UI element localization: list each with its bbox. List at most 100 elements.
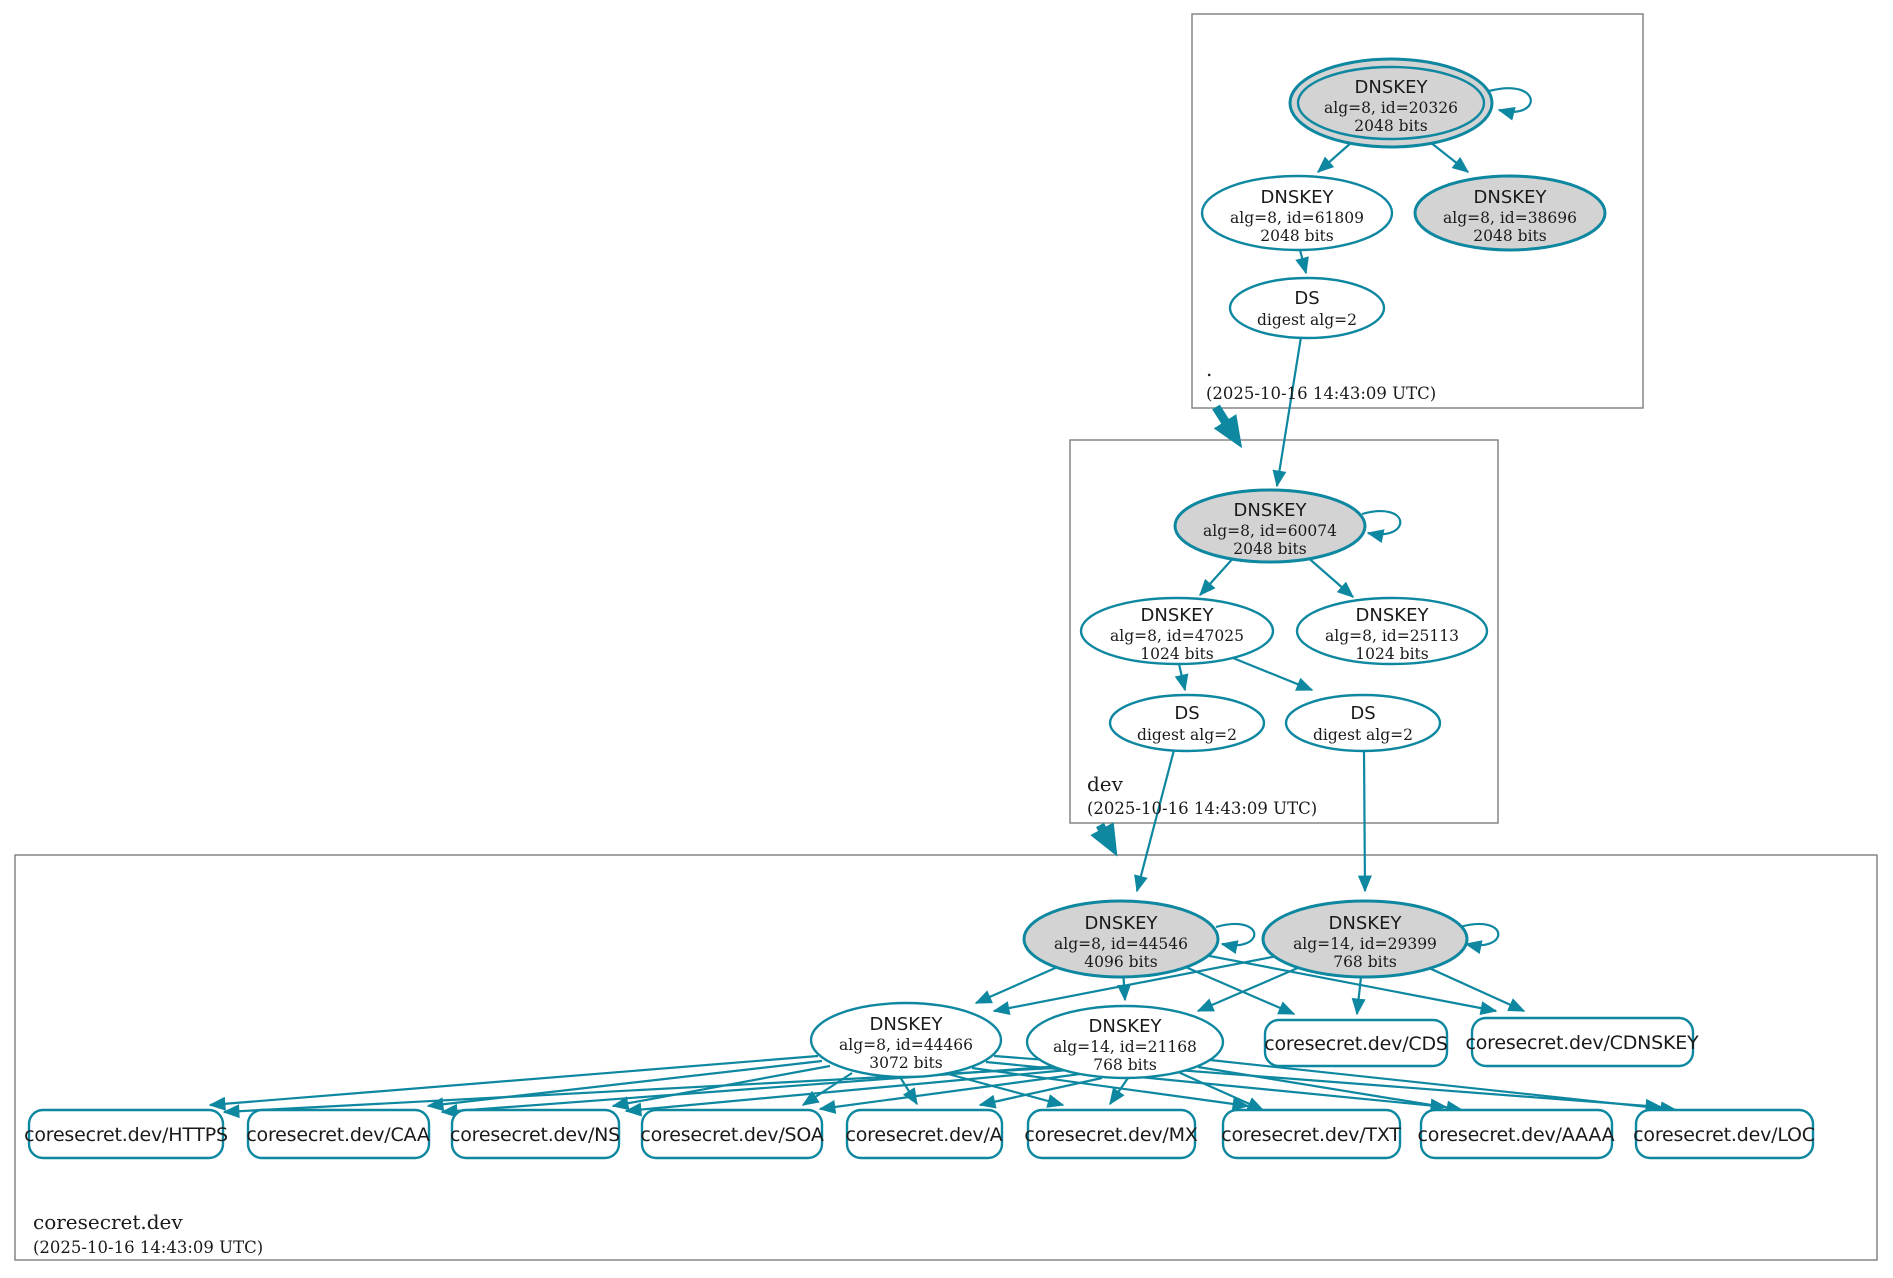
node-detail: alg=8, id=25113 bbox=[1325, 627, 1459, 645]
node-title: DNSKEY bbox=[1355, 77, 1429, 98]
node-title: DS bbox=[1350, 703, 1375, 724]
rrsig-edge bbox=[899, 1076, 918, 1106]
rrset-label: coresecret.dev/NS bbox=[450, 1124, 620, 1146]
rrsig-edge bbox=[1304, 554, 1355, 598]
node-title: DNSKEY bbox=[1329, 913, 1403, 934]
rrset-node-a: coresecret.dev/A bbox=[845, 1108, 1004, 1160]
root-zone-edges bbox=[1272, 87, 1532, 488]
ds-to-dnskey-edge bbox=[1134, 749, 1176, 893]
node-bits: 4096 bits bbox=[1084, 953, 1157, 971]
rrsig-edge bbox=[1197, 1065, 1464, 1115]
dnskey-ksk-ellipse bbox=[1288, 57, 1494, 149]
zone-label-dev: dev (2025-10-16 14:43:09 UTC) bbox=[1087, 772, 1317, 818]
dnskey-ellipse bbox=[1200, 174, 1394, 252]
coresecret-zone-edges bbox=[208, 922, 1678, 1119]
rrset-box bbox=[845, 1108, 1004, 1160]
ds-node-dev-1: DS digest alg=2 bbox=[1108, 693, 1266, 753]
rrsig-edge bbox=[624, 1068, 1069, 1117]
dnskey-ksk-ellipse bbox=[1413, 174, 1607, 252]
node-bits: 768 bits bbox=[1093, 1056, 1157, 1074]
rrset-label: coresecret.dev/CDS bbox=[1264, 1033, 1448, 1055]
dnskey-node-20326: DNSKEY alg=8, id=20326 2048 bits bbox=[1288, 57, 1494, 149]
dnskey-ksk-ellipse bbox=[1022, 899, 1220, 979]
rrset-box bbox=[450, 1108, 621, 1160]
dnskey-trust-anchor-inner-ring bbox=[1296, 65, 1486, 141]
ds-node-dev-2: DS digest alg=2 bbox=[1284, 693, 1442, 753]
node-title: DNSKEY bbox=[870, 1014, 944, 1035]
rrset-box bbox=[1026, 1108, 1197, 1160]
node-bits: 2048 bits bbox=[1233, 540, 1306, 558]
rrset-node-aaaa: coresecret.dev/AAAA bbox=[1418, 1108, 1615, 1160]
rrset-box bbox=[1419, 1108, 1614, 1160]
rrset-node-https: coresecret.dev/HTTPS bbox=[24, 1108, 228, 1160]
dev-zone-edges bbox=[1134, 510, 1402, 893]
rrset-node-cdnskey: coresecret.dev/CDNSKEY bbox=[1466, 1016, 1700, 1068]
rrset-box bbox=[1470, 1016, 1695, 1068]
node-detail: alg=8, id=47025 bbox=[1110, 627, 1244, 645]
node-bits: 1024 bits bbox=[1355, 645, 1428, 663]
rrsig-edge bbox=[1295, 249, 1309, 275]
rrset-label: coresecret.dev/HTTPS bbox=[24, 1124, 228, 1146]
rrset-label: coresecret.dev/CDNSKEY bbox=[1466, 1032, 1700, 1054]
rrsig-edge bbox=[1199, 554, 1237, 597]
node-detail: digest alg=2 bbox=[1137, 726, 1237, 744]
rrset-node-mx: coresecret.dev/MX bbox=[1024, 1108, 1198, 1160]
rrsig-edge bbox=[1174, 663, 1189, 692]
rrset-node-loc: coresecret.dev/LOC bbox=[1633, 1108, 1815, 1160]
node-title: DNSKEY bbox=[1356, 605, 1430, 626]
rrsig-edge bbox=[1177, 1070, 1265, 1112]
node-title: DNSKEY bbox=[1089, 1016, 1163, 1037]
ds-to-dnskey-edge bbox=[1272, 336, 1303, 488]
rrset-box bbox=[1221, 1108, 1402, 1160]
node-title: DNSKEY bbox=[1141, 605, 1215, 626]
zone-timestamp: (2025-10-16 14:43:09 UTC) bbox=[1206, 384, 1436, 403]
dnskey-ellipse bbox=[809, 1001, 1003, 1079]
rrset-label: coresecret.dev/MX bbox=[1024, 1124, 1197, 1146]
rrsig-edge bbox=[1209, 1058, 1678, 1116]
dnskey-node-61809: DNSKEY alg=8, id=61809 2048 bits bbox=[1200, 174, 1394, 252]
node-title: DS bbox=[1174, 703, 1199, 724]
rrset-label: coresecret.dev/TXT bbox=[1221, 1124, 1401, 1146]
node-bits: 3072 bits bbox=[869, 1054, 942, 1072]
rrsig-edge bbox=[978, 1076, 1103, 1109]
node-detail: digest alg=2 bbox=[1257, 311, 1357, 329]
zone-label-coresecret-dev: coresecret.dev (2025-10-16 14:43:09 UTC) bbox=[33, 1210, 263, 1257]
ds-to-dnskey-edge bbox=[1357, 750, 1372, 893]
zone-name: . bbox=[1206, 357, 1212, 381]
self-sign-loop bbox=[1215, 922, 1256, 954]
zone-name: coresecret.dev bbox=[33, 1210, 183, 1234]
rrset-box bbox=[27, 1108, 225, 1160]
node-title: DNSKEY bbox=[1261, 187, 1335, 208]
rrset-node-soa: coresecret.dev/SOA bbox=[640, 1108, 824, 1160]
self-sign-loop bbox=[1488, 87, 1532, 121]
rrsig-edge bbox=[1429, 141, 1470, 173]
rrset-box bbox=[1634, 1108, 1815, 1160]
dnskey-node-29399: DNSKEY alg=14, id=29399 768 bits bbox=[1261, 899, 1469, 979]
rrsig-edge bbox=[818, 1072, 1081, 1114]
rrset-node-caa: coresecret.dev/CAA bbox=[246, 1108, 431, 1160]
rrsig-edge bbox=[208, 1054, 819, 1111]
dnskey-ksk-ellipse bbox=[1173, 488, 1367, 564]
rrset-node-ns: coresecret.dev/NS bbox=[450, 1108, 621, 1160]
zone-timestamp: (2025-10-16 14:43:09 UTC) bbox=[33, 1238, 263, 1257]
node-title: DNSKEY bbox=[1474, 187, 1548, 208]
dnskey-ellipse bbox=[1025, 1004, 1225, 1080]
rrset-box bbox=[640, 1108, 824, 1160]
zone-name: dev bbox=[1087, 772, 1124, 796]
rrsig-edge bbox=[440, 1064, 1061, 1118]
delegation-arrow-root-to-dev bbox=[1212, 404, 1243, 449]
dnskey-node-21168: DNSKEY alg=14, id=21168 768 bits bbox=[1025, 1004, 1225, 1080]
self-sign-loop bbox=[1361, 510, 1402, 543]
delegation-arrows bbox=[1090, 404, 1243, 857]
rrset-node-cds: coresecret.dev/CDS bbox=[1263, 1018, 1449, 1068]
node-title: DNSKEY bbox=[1085, 913, 1159, 934]
rrsig-edge bbox=[1316, 141, 1353, 173]
zone-timestamp: (2025-10-16 14:43:09 UTC) bbox=[1087, 799, 1317, 818]
node-detail: alg=8, id=61809 bbox=[1230, 209, 1364, 227]
rrset-box bbox=[246, 1108, 431, 1160]
node-bits: 768 bits bbox=[1333, 953, 1397, 971]
ds-ellipse bbox=[1284, 693, 1442, 753]
rrset-label: coresecret.dev/AAAA bbox=[1418, 1124, 1615, 1146]
node-bits: 2048 bits bbox=[1354, 117, 1427, 135]
